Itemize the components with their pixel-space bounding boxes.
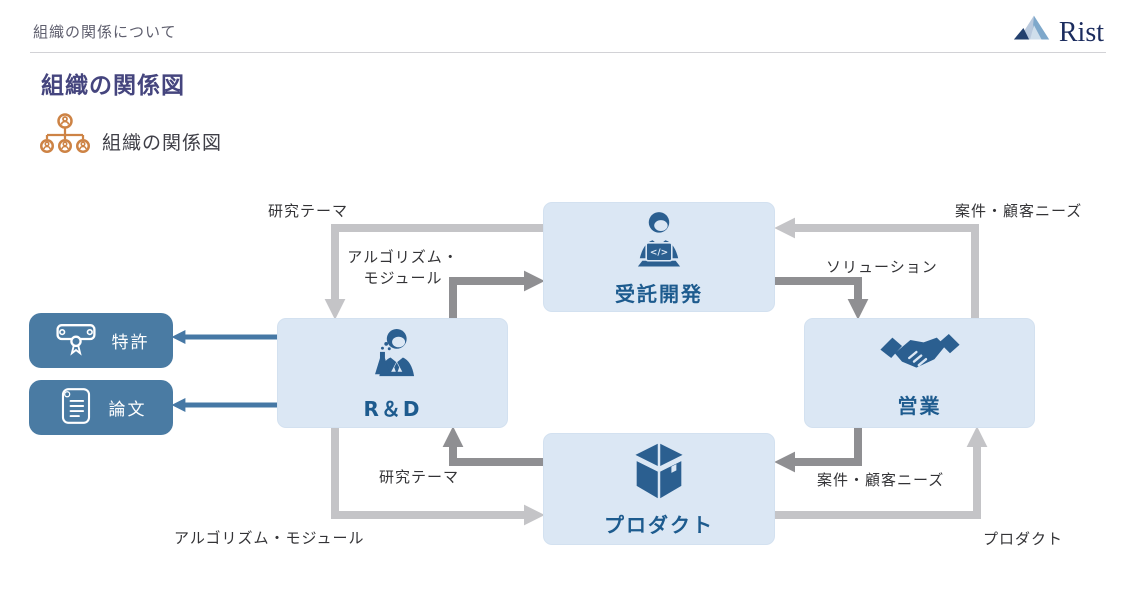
edge-label-product-to-sales: プロダクト bbox=[983, 530, 1064, 548]
output-label: 論文 bbox=[108, 400, 147, 420]
page-title: 組織の関係図 bbox=[41, 73, 185, 99]
edge-label-algorithm-module-bottom: アルゴリズム・モジュール bbox=[174, 529, 365, 547]
edge-label-case-customer-needs-top: 案件・顧客ニーズ bbox=[955, 202, 1083, 220]
node-label: 受託開発 bbox=[615, 282, 703, 306]
company-logo: Rist bbox=[1011, 13, 1104, 47]
scroll-icon bbox=[56, 385, 96, 431]
output-patent: 特許 bbox=[29, 313, 173, 368]
node-product: プロダクト bbox=[543, 433, 775, 545]
certificate-icon bbox=[53, 320, 99, 362]
header-divider bbox=[30, 52, 1106, 53]
handshake-icon bbox=[878, 327, 962, 387]
edge-label-case-customer-needs-bottom: 案件・顧客ニーズ bbox=[817, 471, 945, 489]
node-label: 営業 bbox=[897, 394, 942, 418]
node-contract-development: </> 受託開発 bbox=[543, 202, 775, 312]
logo-text: Rist bbox=[1058, 17, 1104, 48]
scientist-flask-icon bbox=[354, 324, 432, 390]
code-glyph: </> bbox=[650, 248, 668, 258]
output-label: 特許 bbox=[111, 333, 150, 353]
edge-label-solution: ソリューション bbox=[826, 258, 938, 276]
node-sales: 営業 bbox=[804, 318, 1035, 428]
output-paper: 論文 bbox=[29, 380, 173, 435]
edge-label-research-theme-top: 研究テーマ bbox=[268, 202, 349, 220]
edge-label-algorithm-module-top: アルゴリズム・ モジュール bbox=[347, 248, 459, 287]
rist-mountain-icon bbox=[1011, 13, 1053, 47]
org-chart-icon bbox=[40, 112, 90, 171]
node-rnd: R＆D bbox=[277, 318, 508, 428]
package-box-icon bbox=[628, 440, 690, 506]
section-header: 組織の関係図 bbox=[40, 112, 222, 171]
node-label: プロダクト bbox=[604, 513, 714, 537]
edge-label-research-theme-bottom: 研究テーマ bbox=[379, 468, 460, 486]
breadcrumb: 組織の関係について bbox=[33, 23, 177, 41]
developer-laptop-icon: </> bbox=[619, 207, 699, 275]
section-heading: 組織の関係図 bbox=[102, 132, 223, 154]
node-label: R＆D bbox=[363, 397, 422, 421]
